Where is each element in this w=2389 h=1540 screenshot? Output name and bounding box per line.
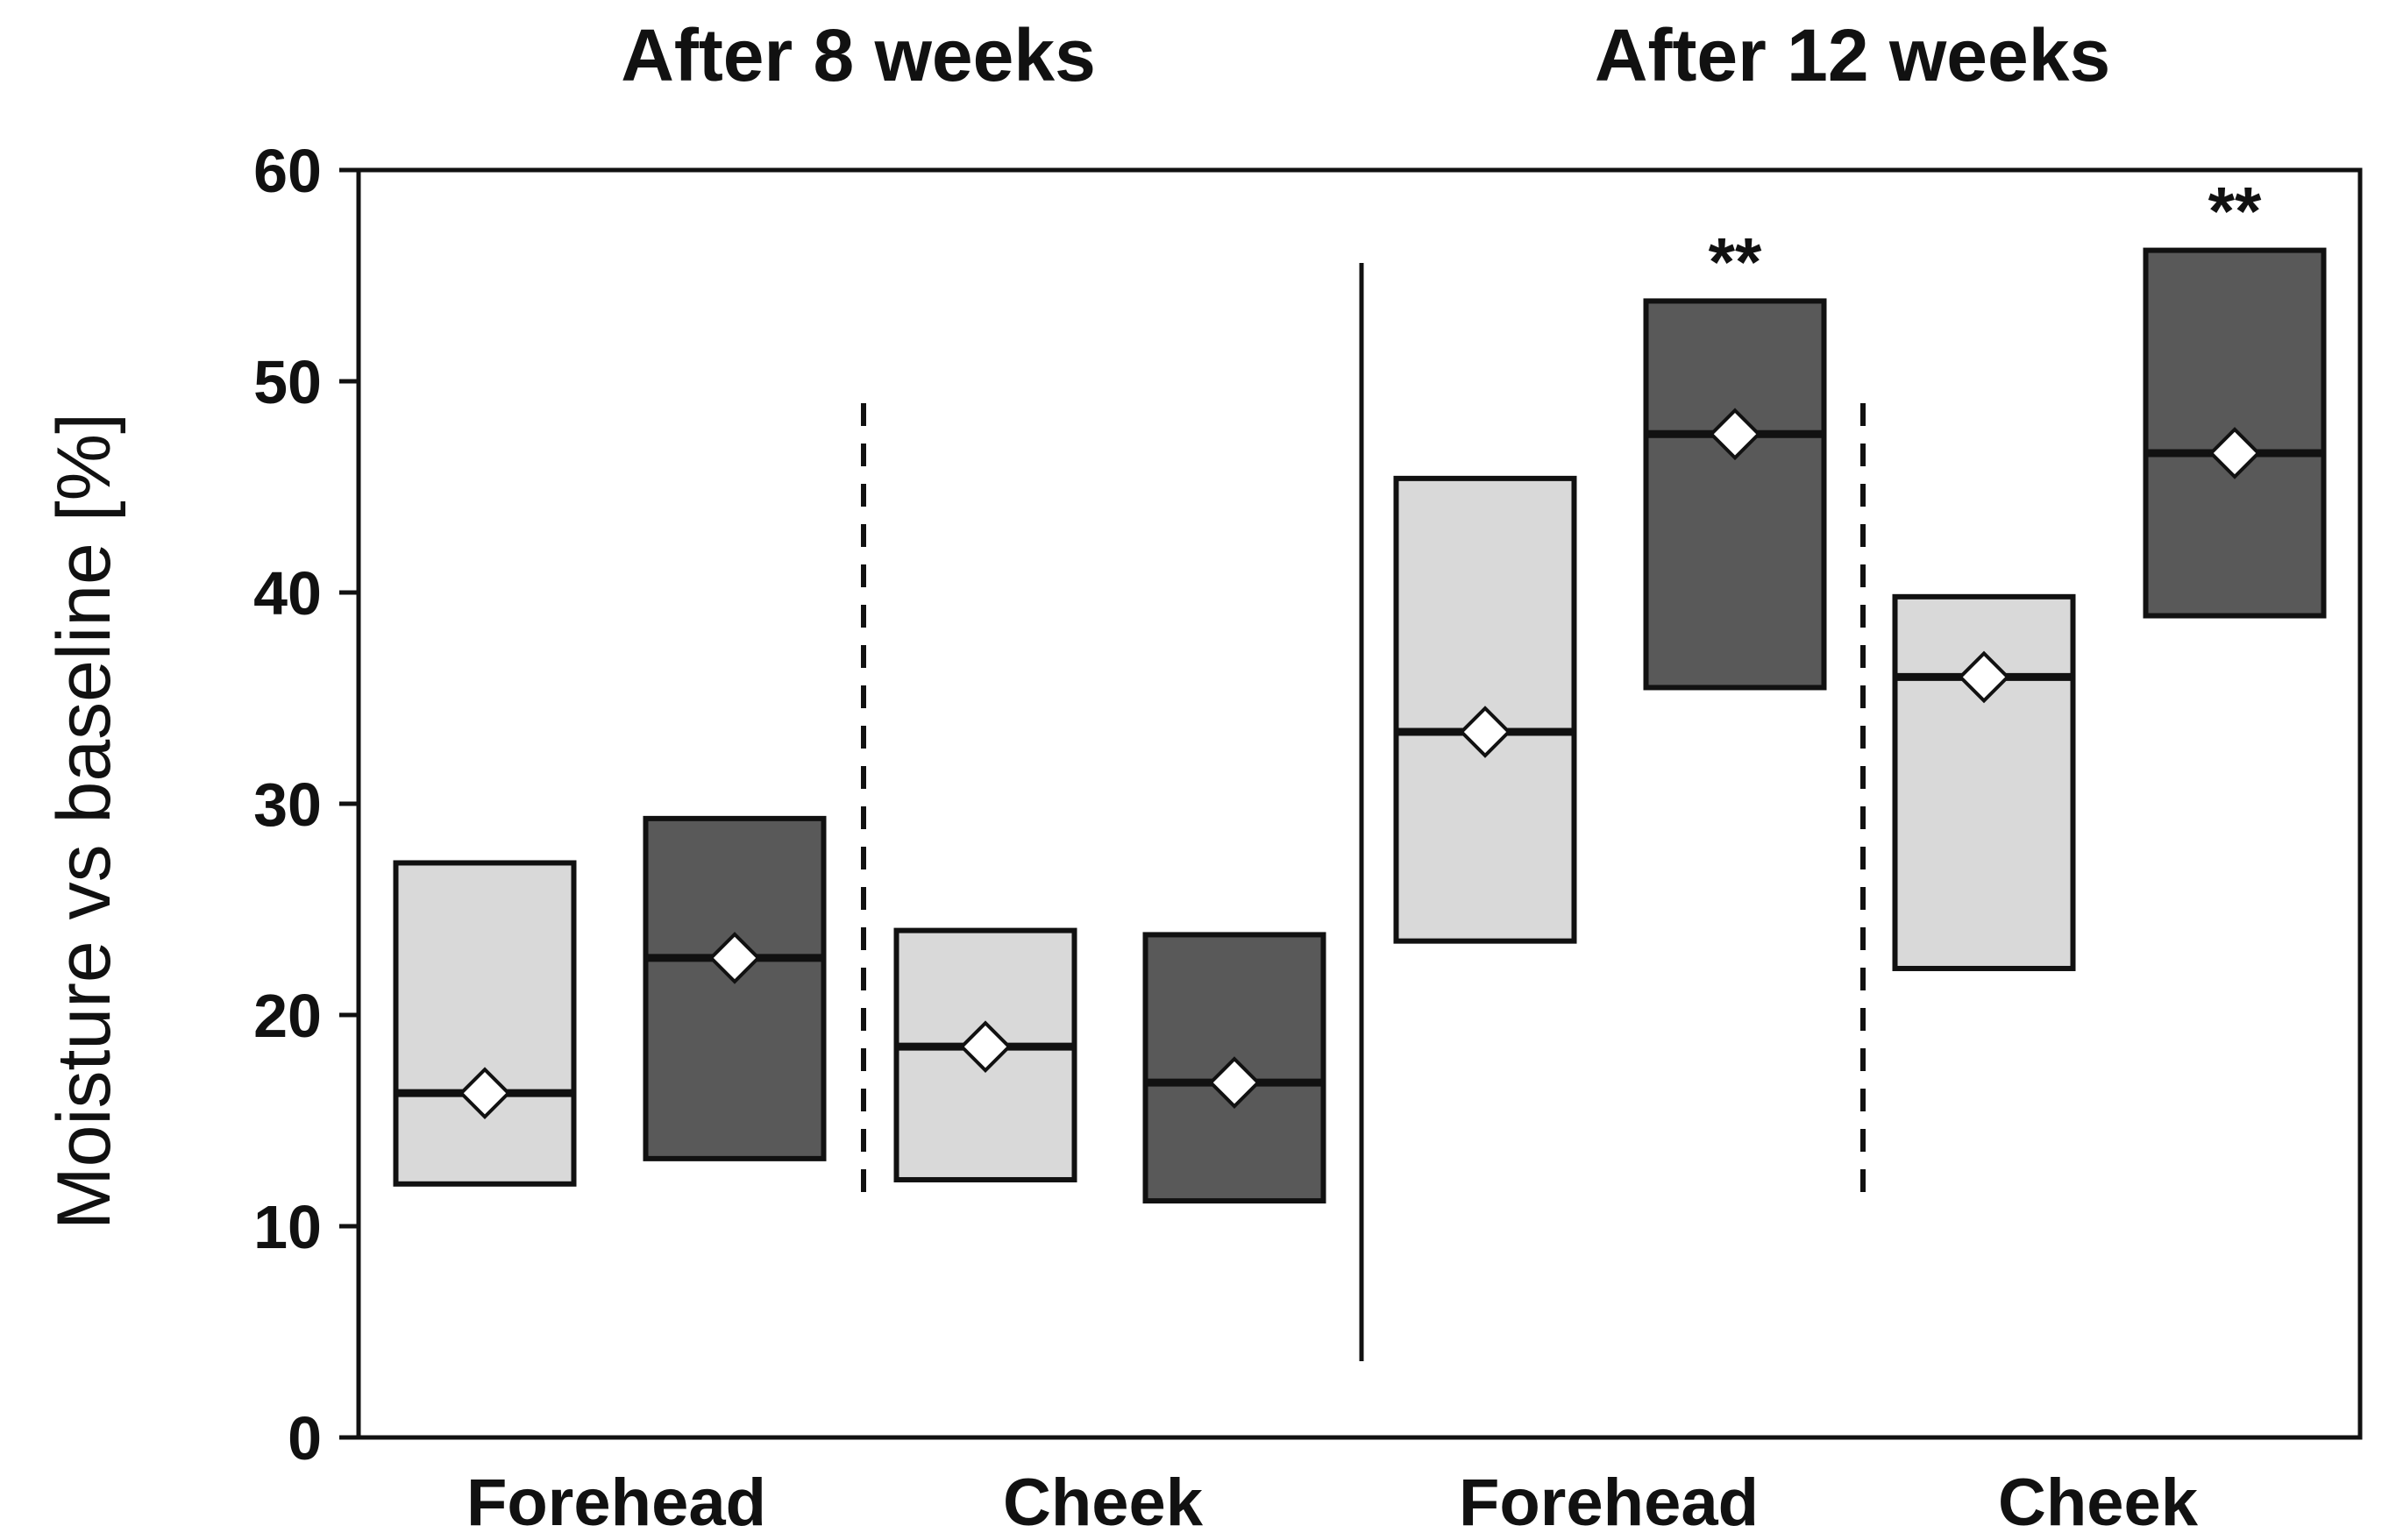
tick-layer: 0 10 20 30 40 50 60 — [253, 137, 359, 1473]
box — [393, 860, 577, 1187]
panel-title: After 8 weeks — [621, 14, 1096, 96]
mean-marker — [1459, 706, 1511, 758]
y-tick-label: 60 — [253, 137, 322, 205]
divider-layer — [861, 263, 1866, 1361]
mean-marker — [1709, 408, 1761, 461]
category-label: Forehead — [466, 1465, 766, 1540]
y-tick-label: 20 — [253, 982, 322, 1050]
box — [1643, 298, 1827, 691]
y-tick-label: 40 — [253, 559, 322, 628]
significance-label: ** — [1709, 223, 1762, 300]
significance-label: ** — [2208, 173, 2262, 250]
y-tick-label: 30 — [253, 770, 322, 839]
y-axis-label: Moisture vs baseline [%] — [42, 413, 126, 1230]
category-label: Cheek — [1003, 1465, 1204, 1540]
y-tick-label: 50 — [253, 348, 322, 416]
y-tick-label: 10 — [253, 1193, 322, 1261]
panel-title: After 12 weeks — [1595, 14, 2110, 96]
mean-marker — [959, 1020, 1012, 1073]
y-tick-label: 0 — [288, 1404, 322, 1473]
mean-marker — [2208, 427, 2261, 479]
mean-marker — [1958, 650, 2010, 704]
box — [643, 815, 827, 1161]
label-layer: Moisture vs baseline [%] After 8 weeksFor… — [42, 14, 2262, 1540]
box-layer — [393, 247, 2327, 1204]
mean-marker — [459, 1067, 511, 1119]
category-label: Cheek — [1998, 1465, 2199, 1540]
category-label: Forehead — [1459, 1465, 1759, 1540]
mean-marker — [708, 932, 761, 984]
mean-marker — [1208, 1056, 1261, 1109]
